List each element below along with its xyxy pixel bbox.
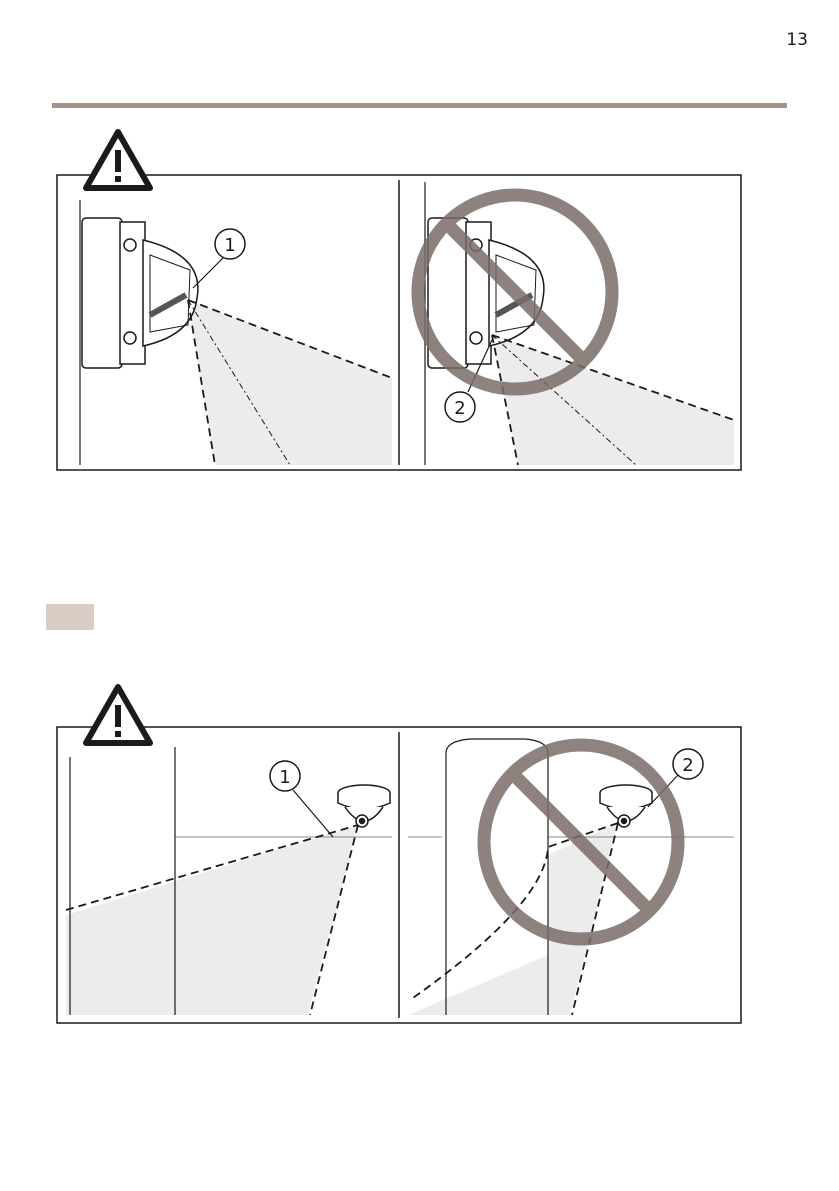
panel-correct: 1: [66, 747, 392, 1015]
warning-triangle-icon: [86, 687, 150, 743]
figure-ceiling-mount: 1 2: [0, 675, 839, 1035]
field-of-view: [188, 300, 392, 465]
note-marker: [46, 604, 94, 630]
field-of-view: [66, 825, 358, 1015]
panel-incorrect: 2: [418, 182, 734, 465]
panel-incorrect: 2: [408, 739, 734, 1015]
callout-leader: [293, 790, 333, 837]
field-of-view: [492, 335, 734, 465]
dome-camera-icon: [428, 218, 544, 368]
callout-label: 1: [279, 767, 290, 788]
callout-label: 2: [682, 755, 693, 776]
dome-camera-icon: [338, 785, 390, 827]
callout-label: 2: [454, 398, 465, 419]
callout-label: 1: [224, 235, 235, 256]
dome-camera-icon: [600, 785, 652, 827]
header-rule: [52, 103, 787, 108]
panel-correct: 1: [80, 200, 392, 465]
callout-leader: [193, 257, 224, 288]
figure-wall-mount: 1 2: [0, 120, 839, 480]
page-number: 13: [768, 30, 808, 50]
dome-camera-icon: [82, 218, 198, 368]
warning-triangle-icon: [86, 132, 150, 188]
